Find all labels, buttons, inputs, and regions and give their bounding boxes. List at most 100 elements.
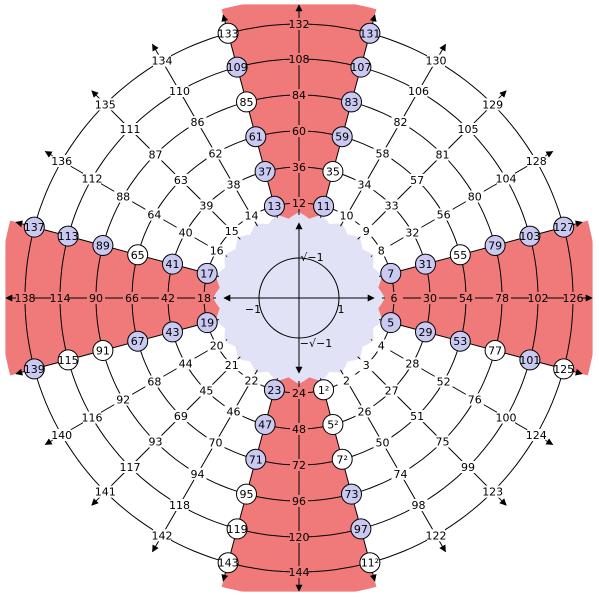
node-135: 135 [95,98,116,111]
node-label: 62 [209,147,223,160]
node-label-bg [188,467,207,480]
node-22: 22 [242,374,261,387]
node-label: 9 [363,225,370,238]
node-113: 113 [57,225,79,247]
node-label-bg [159,292,177,304]
node-label-bg [16,292,34,304]
node-label: 89 [96,240,110,253]
node-46: 46 [224,405,243,418]
node-label-bg [146,148,165,161]
node-136: 136 [51,155,72,168]
node-label-bg [52,155,71,167]
node-label: 38 [227,179,241,192]
node-label-bg [391,116,410,129]
node-label: 28 [405,358,419,371]
node-94: 94 [188,467,207,481]
node-label: 126 [563,292,584,305]
node-18: 18 [195,292,213,305]
node-label: 139 [24,363,45,376]
node-label-bg [170,499,189,511]
node-label: 79 [488,240,502,253]
node-63: 63 [171,173,190,187]
node-circle [331,126,353,148]
node-29: 29 [415,321,436,343]
node-circle [217,552,239,574]
node-label: 112 [82,173,103,186]
node-label-bg [96,98,115,111]
node-47: 47 [254,414,276,435]
node-label-bg [373,147,392,160]
node-31: 31 [415,253,436,275]
node-label-bg [222,359,241,372]
node-143: 143 [217,552,239,574]
node-circle [57,349,79,371]
node-19: 19 [196,312,218,334]
node-124: 124 [526,429,547,442]
node-label: 124 [526,429,547,442]
node-label: 47 [258,419,272,432]
spoke-15 [91,356,241,506]
node-10: 10 [337,209,356,223]
node-circle [263,195,285,217]
node-label: 34 [358,179,372,192]
node-label-bg [145,208,164,221]
node-label: 14 [245,210,259,223]
node-64: 64 [145,208,164,222]
node-label: 108 [289,53,310,66]
node-139: 139 [23,358,45,380]
node-label: 43 [166,326,180,339]
node-39: 39 [197,199,216,212]
node-label: 16 [210,245,224,258]
node-label-bg [242,374,261,387]
node-30: 30 [421,292,439,305]
node-label: 41 [166,258,180,271]
node-label: 58 [376,147,390,160]
node-label: 86 [191,116,205,129]
node-label: 32 [405,227,419,240]
node-label: 77 [488,345,502,358]
node-label-bg [290,197,308,209]
node-label-bg [170,85,189,97]
node-label-bg [176,226,195,239]
node-circle [553,358,575,380]
node-142: 142 [152,529,173,542]
node-118: 118 [169,499,190,512]
node-label: 76 [468,394,482,407]
node-100: 100 [496,411,517,425]
node-11: 11 [313,195,335,217]
node-120: 120 [289,531,310,544]
node-label-bg [146,435,165,448]
node-label: 106 [408,85,429,98]
node-label-bg [493,292,511,304]
node-55: 55 [449,244,471,266]
node-label: 12 [292,197,306,210]
node-106: 106 [408,85,429,98]
node-123: 123 [482,485,503,499]
node-label-bg [114,393,133,406]
node-label-bg [197,384,216,397]
node-label-bg [373,436,392,449]
node-label-bg [483,98,502,111]
node-circle [350,56,372,78]
node-circle [226,56,248,78]
node-label-bg [434,375,453,388]
node-129: 129 [482,98,503,111]
node-label: 33 [385,199,399,212]
node-circle [127,244,149,266]
node-label-bg [171,410,190,423]
node-label: 93 [149,436,163,449]
node-label: 3 [363,359,370,372]
node-3: 3 [357,359,376,372]
node-50: 50 [373,436,392,450]
node-circle [23,358,45,380]
node-24: 24 [290,387,308,400]
node-circle [254,414,276,435]
node-label-bg [290,566,308,578]
node-110: 110 [169,85,190,98]
node-78: 78 [493,292,511,305]
node-label: 129 [482,98,503,111]
node-label: 142 [152,529,173,542]
node-label: 22 [245,374,259,387]
node-label-bg [382,384,401,397]
node-circle [313,379,335,401]
